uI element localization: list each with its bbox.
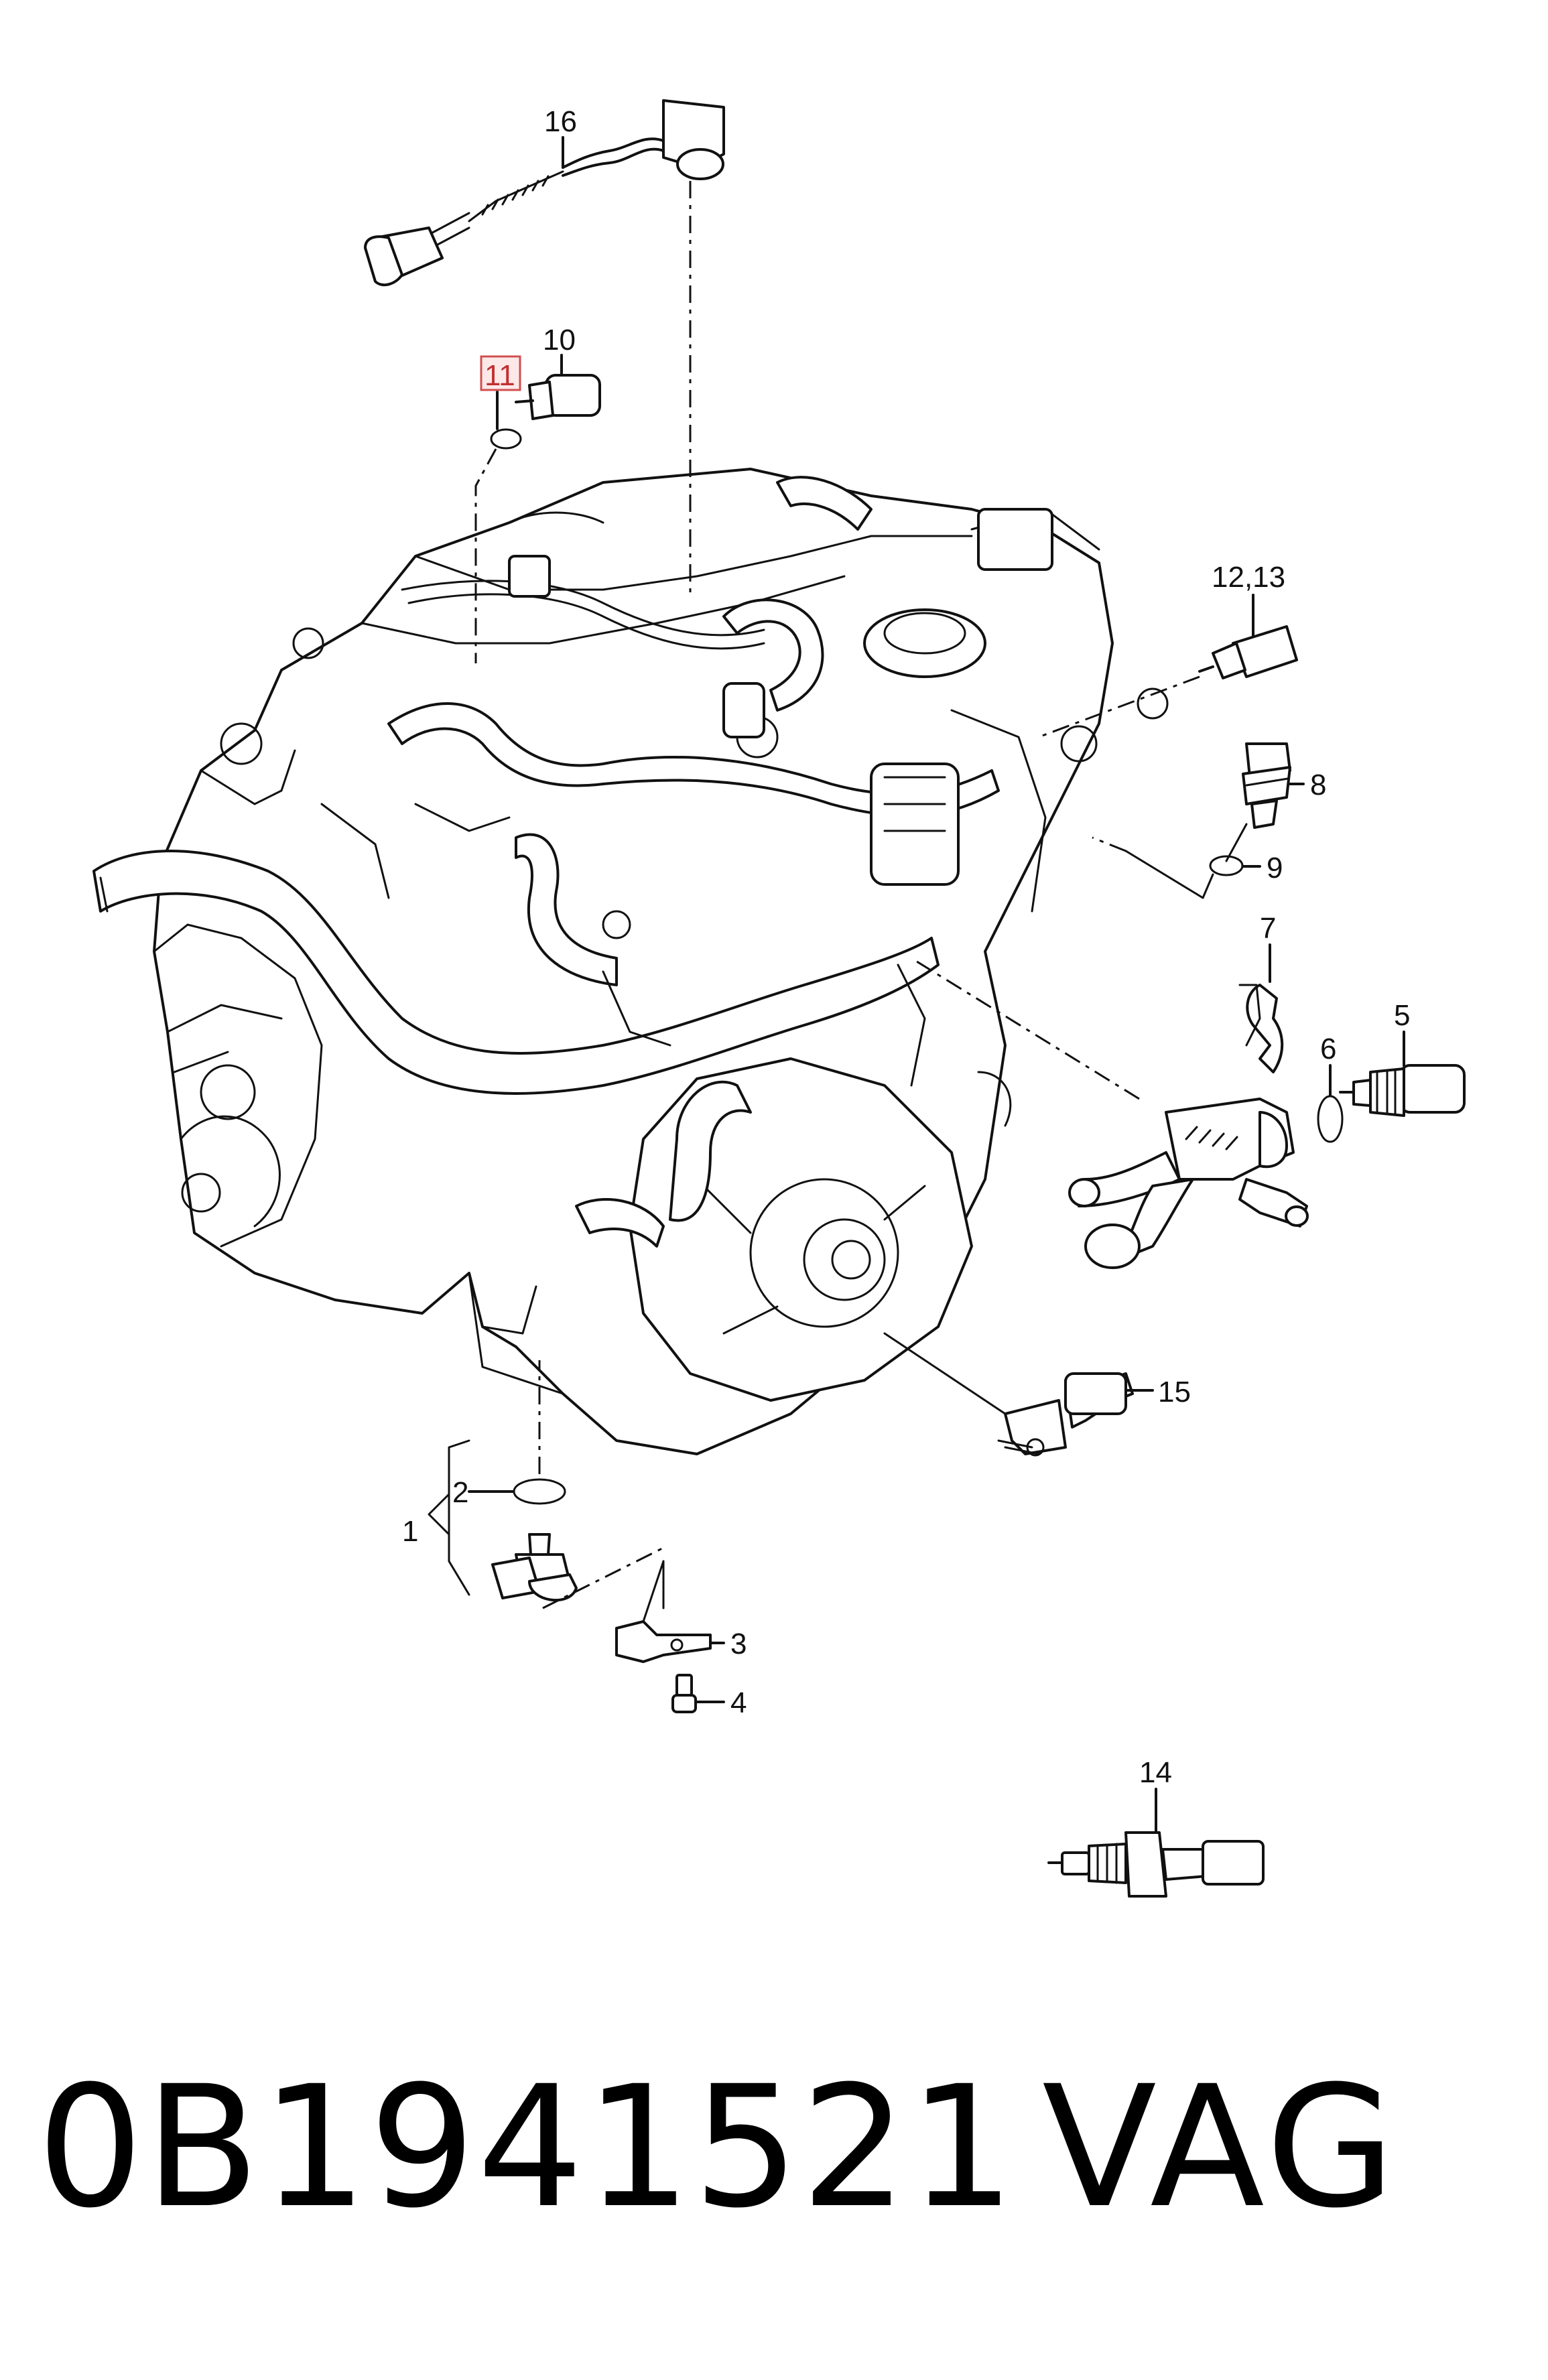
part-8-sensor: [1242, 742, 1291, 829]
part-15-sensor: [997, 1372, 1134, 1457]
leader-dash-flange: [911, 957, 1140, 1100]
callout-2: 2: [452, 1476, 468, 1509]
part-5-sensor: [1339, 1064, 1466, 1117]
callout-5: 5: [1394, 999, 1410, 1032]
part-14-sensor: [1047, 1831, 1265, 1898]
callout-16: 16: [544, 105, 577, 138]
callout-14: 14: [1139, 1756, 1172, 1789]
leader-dash-3: [542, 1546, 664, 1609]
leader-dash-8-9: [1092, 836, 1126, 852]
leader-dash-10: [474, 448, 497, 663]
leader-line-15-engine: [883, 1332, 1007, 1415]
callout-9: 9: [1267, 852, 1283, 884]
callout-11: 11: [485, 359, 515, 392]
callout-7: 7: [1260, 912, 1276, 945]
callout-8: 8: [1310, 769, 1326, 801]
part-12-13-sensor: [1198, 625, 1298, 679]
part-16-sensor-harness: [364, 99, 725, 287]
coolant-flange: [1068, 1098, 1309, 1269]
leader-bracket-1-2: [428, 1439, 470, 1596]
part-4-bolt: [671, 1674, 697, 1713]
callout-1: 1: [402, 1515, 418, 1548]
callout-10: 10: [543, 324, 576, 356]
leader-bracket-8-9: [1124, 823, 1248, 899]
leader-dash-12: [1038, 675, 1200, 738]
callout-labels: 16 10 11 12,13 8 9 7 6 5 15 2 1 3 4 14: [402, 105, 1410, 1789]
part-10-sensor: [515, 374, 601, 420]
part-3-bracket: [615, 1560, 712, 1663]
callout-4: 4: [730, 1687, 747, 1719]
callout-11-highlight: [480, 355, 521, 391]
callout-leaders: [468, 136, 1405, 1834]
part-7-clip: [1238, 984, 1284, 1073]
part-2-o-ring: [513, 1478, 566, 1505]
brand-name: VAG: [1042, 2050, 1400, 2245]
part-number: 0B1941521: [37, 2050, 1017, 2245]
part-1-oil-sensor: [491, 1533, 578, 1602]
callout-6: 6: [1320, 1033, 1336, 1065]
callout-15: 15: [1158, 1376, 1191, 1408]
part-6-o-ring: [1317, 1095, 1344, 1143]
callout-12-13: 12,13: [1212, 561, 1285, 594]
part-11-o-ring: [490, 428, 522, 450]
callout-3: 3: [730, 1628, 747, 1660]
engine-assembly: [92, 468, 1169, 1455]
